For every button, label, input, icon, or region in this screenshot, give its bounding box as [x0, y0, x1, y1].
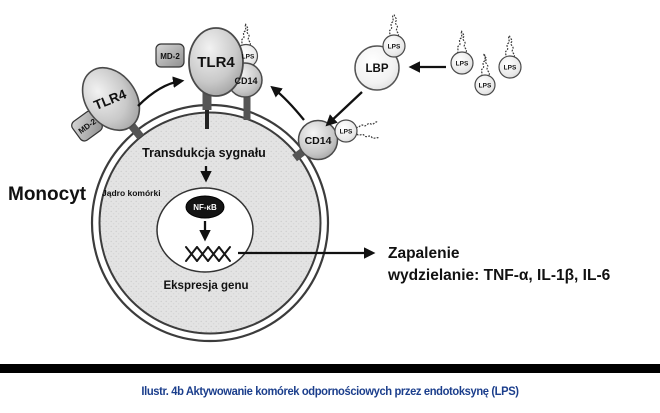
free-lps-2: [474, 74, 496, 96]
cd14-top-stem: [243, 94, 251, 120]
lbp-label: LBP: [366, 63, 389, 75]
cd14-label-right: CD14: [305, 135, 332, 147]
tlr4-top-stem: [202, 92, 212, 110]
lps-tail-icon: [387, 14, 395, 38]
lps-label-3: LPS: [504, 65, 517, 72]
bottom-divider-bar: [0, 364, 660, 373]
gene-expression-label: Ekspresja genu: [163, 280, 248, 292]
lps-tail-icon: [244, 22, 252, 46]
tlr4-md2-complex-left: MD-2 TLR4: [71, 67, 141, 142]
md2-label-top: MD-2: [160, 52, 180, 61]
lps-tail-icon: [483, 52, 491, 76]
tlr4-receptor-top: [188, 27, 244, 97]
dna-icon: [185, 246, 231, 262]
lps-label-on-lbp: LPS: [388, 44, 401, 51]
lps-label-on-tlr4: LPS: [242, 54, 255, 61]
tlr4-receptor-left: [81, 67, 141, 131]
lps-tail-icon: [460, 29, 468, 53]
signal-transduction-label: Transdukcja sygnału: [142, 146, 266, 160]
nucleus-label: Jądro komórki: [102, 188, 161, 198]
nfkb-label: NF-κB: [193, 203, 217, 212]
free-lps-1: [450, 51, 474, 75]
monocyte-label: Monocyt: [8, 184, 87, 205]
tlr4-md2-cd14-complex-top: MD-2 TLR4 LPS CD14: [155, 22, 263, 98]
lps-tail-icon: [508, 34, 516, 58]
cd14-right: [297, 119, 339, 161]
lps-tlr4-pathway-diagram: Transdukcja sygnału Jądro komórki NF-κB …: [8, 13, 611, 343]
free-lps-group: LPS LPS LPS: [450, 29, 522, 96]
cd14-lps-complex-right: CD14 LPS: [297, 119, 380, 161]
figure-caption: Ilustr. 4b Aktywowanie komórek odpornośc…: [141, 384, 519, 398]
lps-label-on-cd14: LPS: [340, 129, 353, 136]
lbp-protein: [354, 45, 400, 91]
tlr4-label-top: TLR4: [197, 54, 235, 71]
inflammation-label: Zapalenie: [388, 245, 460, 262]
secretion-label: wydzielanie: TNF-α, IL-1β, IL-6: [387, 267, 611, 284]
lps-on-lbp: [382, 34, 406, 58]
lps-label-2: LPS: [479, 83, 492, 90]
lps-tail-icon: [239, 23, 248, 47]
cd14-label-top: CD14: [234, 76, 257, 86]
arrow-cd14-to-tlr4: [270, 85, 305, 121]
lps-label-1: LPS: [456, 61, 469, 68]
lps-on-cd14: [334, 119, 358, 143]
tlr4-left-stem: [128, 122, 144, 140]
lps-tail-icon: [356, 132, 380, 140]
lps-tail-icon: [355, 121, 379, 129]
nfkb-factor: [185, 195, 225, 219]
lps-tail-icon: [503, 35, 511, 59]
lbp-lps-complex: LBP LPS: [354, 13, 406, 91]
lps-tail-icon: [455, 30, 464, 54]
arrow-left-tlr4-to-top: [137, 76, 185, 107]
arrow-lbp-to-cd14: [325, 91, 363, 127]
md2-box-top: [155, 43, 185, 68]
free-lps-3: [498, 55, 522, 79]
lps-tail-icon: [393, 13, 400, 37]
